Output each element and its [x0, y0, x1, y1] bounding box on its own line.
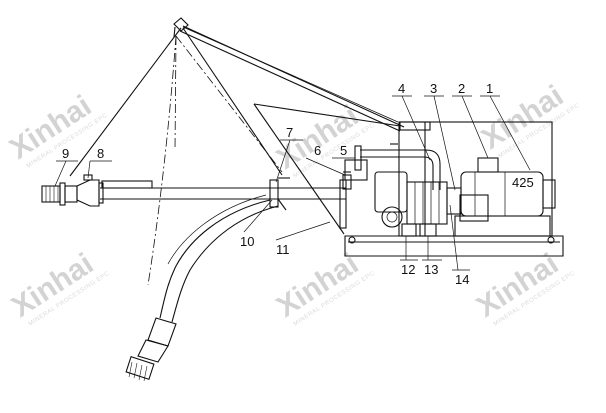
joint-link [277, 198, 287, 211]
priming-device-12 [401, 223, 417, 237]
bearing-frame [406, 181, 448, 225]
callout-12: 12 [401, 262, 415, 277]
motor-fan-cover [542, 179, 556, 209]
lifting-frame [69, 17, 405, 286]
callout-5: 5 [340, 143, 347, 158]
callout-11: 11 [276, 242, 290, 257]
pipe-saddle-plate [101, 180, 153, 189]
motor-nameplate: 425 [512, 175, 534, 190]
enclosure-cap [399, 121, 431, 131]
swing-line-2 [175, 35, 283, 173]
watermark-logo-6: Xinhai MINERAL PROCESSING EPC [471, 247, 576, 327]
watermark-logo-1: Xinhai MINERAL PROCESSING EPC [4, 89, 109, 169]
brace-strut [253, 103, 401, 127]
vacuum-pump-13 [419, 223, 437, 237]
valve-8-flange [98, 182, 104, 204]
callout-9: 9 [62, 146, 69, 161]
center-stay-cable [182, 27, 283, 176]
discharge-pipe-bottom [360, 156, 434, 190]
callout-13: 13 [424, 262, 438, 277]
callout-10: 10 [240, 234, 254, 249]
hose-outer-edge [159, 199, 271, 319]
valve-6-body [342, 174, 352, 190]
callout-3: 3 [430, 81, 437, 96]
inlet-assembly [41, 174, 104, 207]
coupling-guard [446, 187, 462, 215]
callout-1: 1 [486, 81, 493, 96]
callout-2: 2 [458, 81, 465, 96]
callout-leaders [54, 95, 531, 271]
top-cable [182, 26, 399, 123]
callout-6: 6 [314, 143, 321, 158]
hose-inner-edge [171, 205, 279, 323]
discharge-valve-5 [344, 159, 368, 181]
callout-8: 8 [97, 146, 104, 161]
flexible-hose [125, 194, 279, 382]
boom-upper-line [182, 25, 405, 128]
swing-line-3 [174, 35, 177, 151]
callout-14: 14 [455, 272, 469, 287]
pump-casing [374, 171, 408, 213]
callout-4: 4 [398, 81, 405, 96]
motor-terminal-box [477, 157, 499, 173]
pump-unit: 425 [344, 143, 556, 237]
pump-impeller-hub [386, 211, 398, 223]
motor-base [454, 215, 551, 237]
skid-lug-right [547, 236, 555, 244]
inlet-spool [64, 185, 78, 203]
horizontal-pipe [100, 171, 352, 229]
hose-end-valve [137, 339, 169, 363]
callout-7: 7 [286, 125, 293, 140]
left-stay-cable [69, 27, 182, 177]
discharge-pipe-top [360, 149, 441, 190]
boom-lower-line [179, 30, 401, 132]
strainer-flange [59, 182, 66, 206]
swing-line-1 [147, 35, 177, 286]
gearbox-14 [459, 194, 489, 222]
hoist-hook [173, 26, 176, 38]
mast-top-pulley [173, 17, 189, 32]
watermark-group: Xinhai MINERAL PROCESSING EPC Xinhai MIN… [4, 79, 581, 327]
hose-end-strainer [125, 355, 155, 381]
pump-impeller-housing [381, 206, 403, 228]
support-strut [253, 103, 345, 235]
callout-numbers: 1 2 3 4 5 6 7 8 9 10 11 12 13 14 [62, 81, 493, 287]
check-valve-8 [76, 179, 100, 207]
pipe-joint-flange [269, 179, 279, 208]
skid-lug-left [348, 236, 356, 244]
suction-strainer [41, 185, 61, 203]
watermark-logo-4: Xinhai MINERAL PROCESSING EPC [6, 247, 111, 327]
hose-sweep-line [167, 194, 267, 265]
check-valve-cap [83, 174, 93, 181]
